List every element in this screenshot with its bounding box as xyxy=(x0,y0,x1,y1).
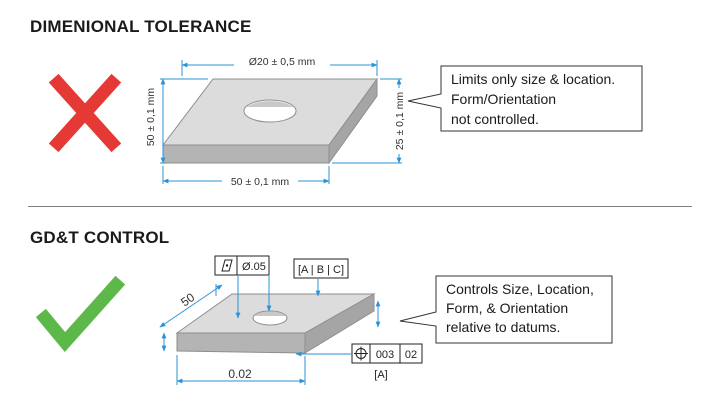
position-frame: 003 02 [A] xyxy=(351,343,423,381)
position-value: 003 xyxy=(376,349,394,361)
callout-line-1: Limits only size & location. xyxy=(451,71,615,87)
datum-frame-text: [A | B | C] xyxy=(298,264,344,276)
plate-dimensional xyxy=(161,77,378,165)
dim-label-bottom: 50 ± 0,1 mm xyxy=(231,176,290,188)
dim-label-right: 25 ± 0,1 mm xyxy=(394,92,406,151)
flatness-icon xyxy=(221,259,233,272)
datum-frame: [A | B | C] xyxy=(293,258,349,279)
callout-box-section1: Limits only size & location. Form/Orient… xyxy=(407,65,643,132)
dim-label-left: 50 ± 0,1 mm xyxy=(145,88,157,147)
dim-label-side: 50 xyxy=(178,290,197,309)
callout-line-2: Form, & Orientation xyxy=(446,300,568,316)
section-title-dimensional-tolerance: DIMENIONAL TOLERANCE xyxy=(30,17,252,36)
flatness-value: Ø.05 xyxy=(242,261,266,273)
dimension-lines-section2 xyxy=(159,276,381,385)
dim-label-bottom-gdt: 0.02 xyxy=(228,367,252,381)
section-divider xyxy=(28,206,692,207)
position-label: [A] xyxy=(374,369,387,381)
callout-line-2: Form/Orientation xyxy=(451,91,556,107)
section-title-gdt-control: GD&T CONTROL xyxy=(30,228,170,247)
callout-box-section2: Controls Size, Location, Form, & Orienta… xyxy=(399,275,613,344)
dim-label-top: Ø20 ± 0,5 mm xyxy=(249,56,316,68)
plate-gdt xyxy=(175,293,376,354)
callout-line-3: not controlled. xyxy=(451,111,539,127)
position-icon xyxy=(354,346,368,361)
green-check-icon xyxy=(35,275,126,352)
callout-line-3: relative to datums. xyxy=(446,319,560,335)
red-x-icon xyxy=(48,73,122,153)
flatness-frame: Ø.05 xyxy=(214,255,270,276)
position-datum: 02 xyxy=(405,349,417,361)
callout-line-1: Controls Size, Location, xyxy=(446,281,594,297)
